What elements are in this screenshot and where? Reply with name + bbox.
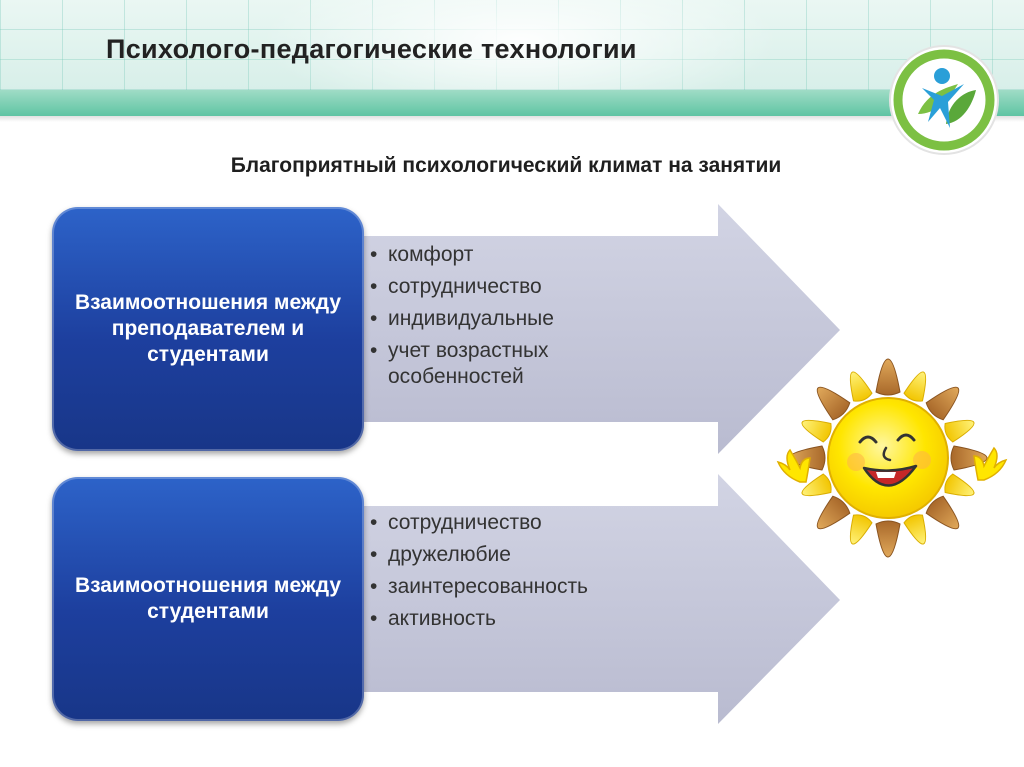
slide-header [0, 0, 1024, 90]
sun-ray [875, 358, 901, 396]
list-item: дружелюбие [366, 542, 588, 568]
sun-ray [903, 514, 927, 545]
block-1-heading: Взаимоотношения между преподавателем и с… [74, 291, 342, 366]
header-shadow [0, 116, 1024, 122]
block-1-list: комфорт сотрудничество индивидуальные уч… [366, 242, 608, 396]
sun-ray [875, 520, 901, 558]
person-leaf-logo-icon [889, 45, 999, 155]
header-glow [260, 0, 780, 90]
sun-ray [801, 419, 832, 443]
block-2-heading: Взаимоотношения между студентами [74, 574, 342, 623]
sun-ray [849, 514, 873, 545]
subtitle-text: Благоприятный психологический климат на … [230, 154, 782, 177]
sun-face [827, 397, 949, 519]
sun-ray [903, 371, 927, 402]
sun-ray [849, 371, 873, 402]
list-item: сотрудничество [366, 510, 588, 536]
sun-ray [816, 386, 851, 421]
slide-subtitle: Благоприятный психологический климат на … [0, 154, 1024, 178]
slide-title: Психолого-педагогические технологии [106, 34, 637, 64]
list-item: заинтересованность [366, 574, 588, 600]
block-2-list: сотрудничество дружелюбие заинтересованн… [366, 510, 588, 638]
block-1-heading-box: Взаимоотношения между преподавателем и с… [52, 207, 364, 451]
sun-ray [816, 495, 851, 530]
sun-ray [944, 419, 975, 443]
list-item: учет возрастных особенностей [366, 338, 608, 390]
block-2-heading-box: Взаимоотношения между студентами [52, 477, 364, 721]
sun-ray [925, 386, 960, 421]
smiling-sun-icon [776, 358, 1008, 558]
list-item: комфорт [366, 242, 608, 268]
list-item: индивидуальные [366, 306, 608, 332]
list-item: сотрудничество [366, 274, 608, 300]
sun-ray [944, 473, 975, 497]
sun-ray [801, 473, 832, 497]
header-band [0, 90, 1024, 116]
list-item: активность [366, 606, 588, 632]
sun-ray [925, 495, 960, 530]
